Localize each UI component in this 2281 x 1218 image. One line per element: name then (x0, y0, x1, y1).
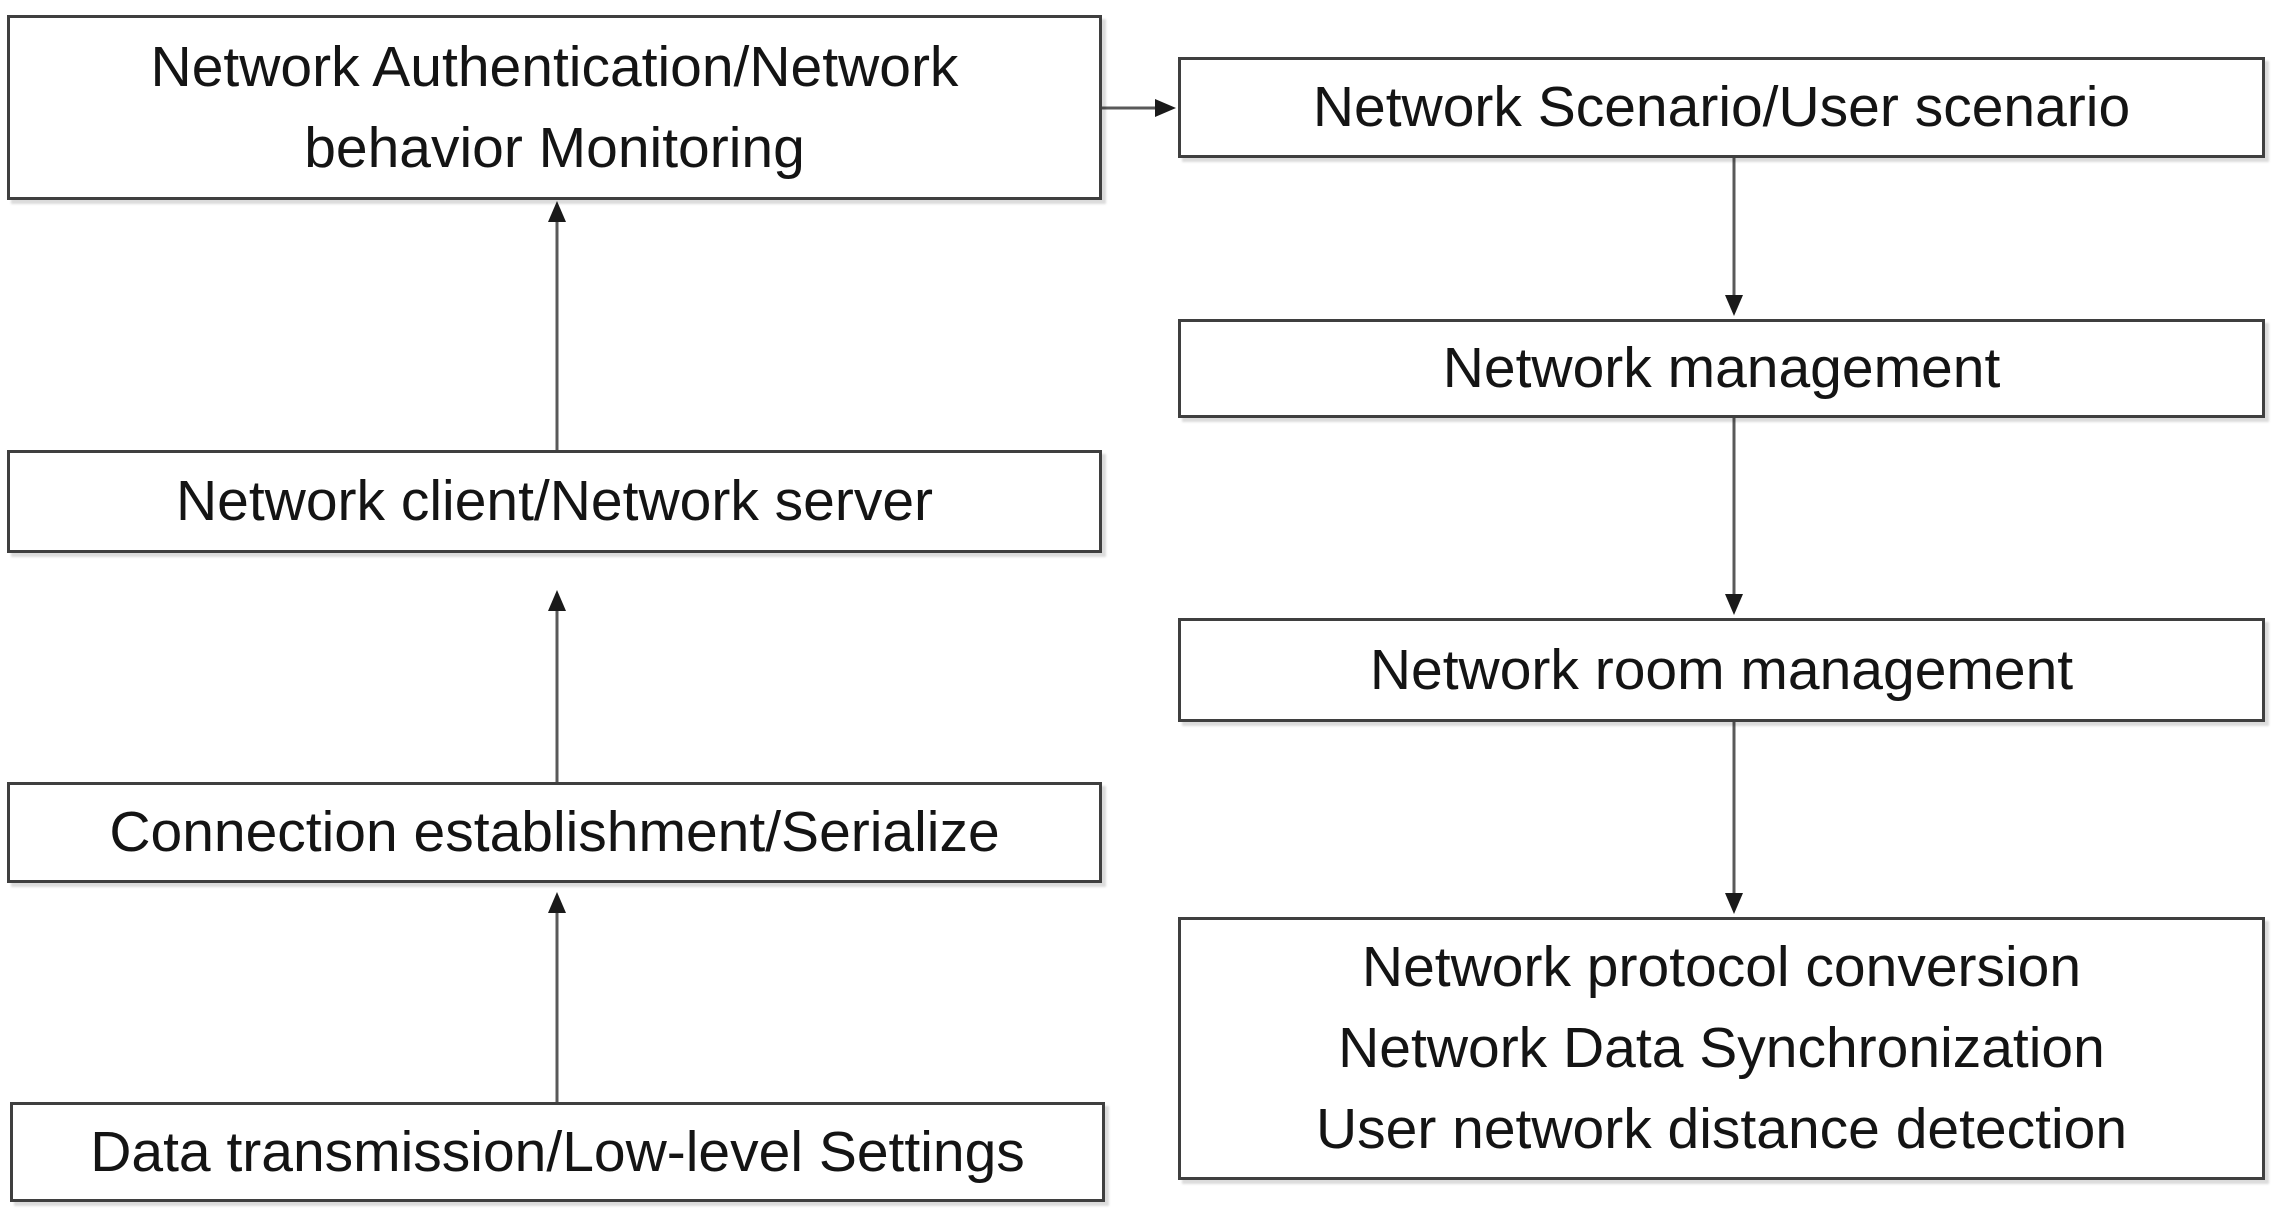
box-connection-establishment-serialize: Connection establishment/Serialize (7, 782, 1102, 883)
arrow-down-scenario-to-management-icon (1725, 158, 1743, 316)
box-protocol-sync-distance: Network protocol conversion Network Data… (1178, 917, 2265, 1180)
box-data-transmission-low-level-settings: Data transmission/Low-level Settings (10, 1102, 1105, 1202)
box-label-line: Network Data Synchronization (1338, 1016, 2105, 1081)
box-label-line: User network distance detection (1315, 1096, 2128, 1161)
box-network-auth-monitoring: Network Authentication/Network behavior … (7, 15, 1102, 200)
arrow-up-client-to-auth-icon (548, 201, 566, 450)
arrow-up-transmission-to-connection-icon (548, 892, 566, 1102)
box-label-line: Network client/Network server (175, 469, 934, 534)
box-label-line: Network management (1442, 336, 2001, 401)
box-network-management: Network management (1178, 319, 2265, 418)
box-network-scenario-user-scenario: Network Scenario/User scenario (1178, 57, 2265, 158)
box-label-line: Network Scenario/User scenario (1312, 75, 2131, 140)
box-network-client-server: Network client/Network server (7, 450, 1102, 553)
box-network-room-management: Network room management (1178, 618, 2265, 722)
box-label-line: Network room management (1369, 637, 2074, 702)
box-label-line: Network protocol conversion (1361, 935, 2082, 1000)
box-label-line: Data transmission/Low-level Settings (90, 1119, 1025, 1184)
arrow-down-room-to-protocol-icon (1725, 722, 1743, 914)
box-label-line: behavior Monitoring (304, 115, 805, 180)
arrow-right-auth-to-scenario-icon (1102, 99, 1176, 117)
box-label-line: Network Authentication/Network (150, 34, 959, 99)
arrow-down-management-to-room-icon (1725, 418, 1743, 615)
box-label-line: Connection establishment/Serialize (109, 800, 1000, 865)
arrow-up-connection-to-client-icon (548, 590, 566, 782)
